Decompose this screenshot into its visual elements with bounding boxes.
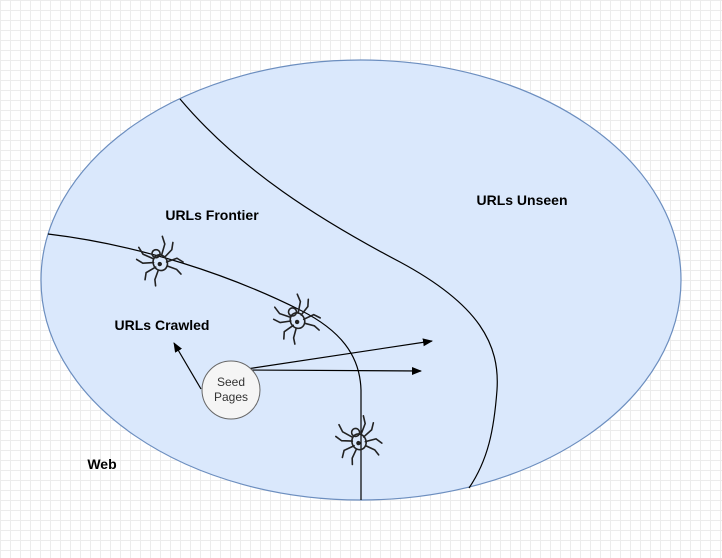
seed-pages-label-line2: Pages	[214, 390, 248, 404]
urls-frontier-label: URLs Frontier	[165, 207, 259, 223]
arrow-to-frontier-lower	[239, 366, 422, 375]
seed-pages-circle	[201, 360, 261, 420]
unseen-boundary-line	[179, 98, 498, 489]
urls-unseen-label: URLs Unseen	[476, 192, 567, 208]
arrow-to-frontier-upper	[239, 338, 433, 371]
seed-pages-node[interactable]: Seed Pages	[201, 360, 261, 420]
frontier-boundary-line	[47, 233, 362, 500]
arrow-to-crawled	[173, 342, 202, 390]
seed-pages-label-line1: Seed	[217, 375, 245, 389]
urls-crawled-label: URLs Crawled	[115, 317, 210, 333]
web-label: Web	[87, 456, 116, 472]
